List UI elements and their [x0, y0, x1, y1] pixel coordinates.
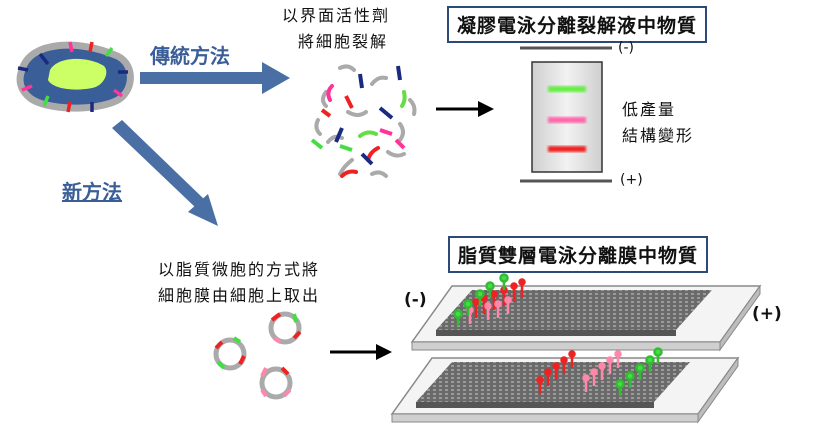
bilayer-slab-before — [410, 284, 762, 352]
traditional-method-label: 傳統方法 — [150, 44, 230, 68]
gel-minus-label: (-) — [618, 40, 634, 56]
new-method-label: 新方法 — [62, 180, 122, 204]
lysate-rods — [310, 65, 406, 166]
deformation-label: 結構變形 — [622, 126, 695, 145]
bilayer-slab-after — [390, 356, 740, 424]
gel-band-red — [548, 146, 586, 152]
arrow-to-gel — [436, 101, 494, 117]
sds-gel — [520, 46, 612, 183]
proteins-before — [453, 273, 526, 326]
lipid-vesicles — [213, 311, 302, 400]
arrow-to-bilayer — [330, 344, 392, 360]
gel-band-green — [548, 86, 586, 92]
vesicle-label-line1: 以脂質微胞的方式將 — [158, 260, 321, 279]
sds-page-title: 凝膠電泳分離裂解液中物質 — [447, 6, 708, 43]
proteins-after — [536, 347, 663, 396]
gel-plus-label: (+) — [620, 172, 643, 188]
low-yield-label: 低產量 — [622, 100, 677, 119]
lysate-fragments — [314, 64, 417, 178]
gel-band-pink — [548, 117, 586, 123]
bacterial-cell — [16, 41, 134, 113]
bilayer-plus-label: (+) — [752, 304, 782, 324]
lipid-bilayer-title: 脂質雙層電泳分離膜中物質 — [448, 236, 709, 273]
detergent-label-line1: 以界面活性劑 — [282, 6, 391, 25]
bilayer-minus-label: (-) — [404, 290, 427, 310]
vesicle-label-line2: 細胞膜由細胞上取出 — [158, 286, 321, 305]
new-method-arrow — [112, 120, 218, 226]
traditional-method-arrow — [140, 62, 290, 94]
detergent-label-line2: 將細胞裂解 — [298, 32, 389, 51]
vesicle-proteins — [214, 312, 302, 398]
